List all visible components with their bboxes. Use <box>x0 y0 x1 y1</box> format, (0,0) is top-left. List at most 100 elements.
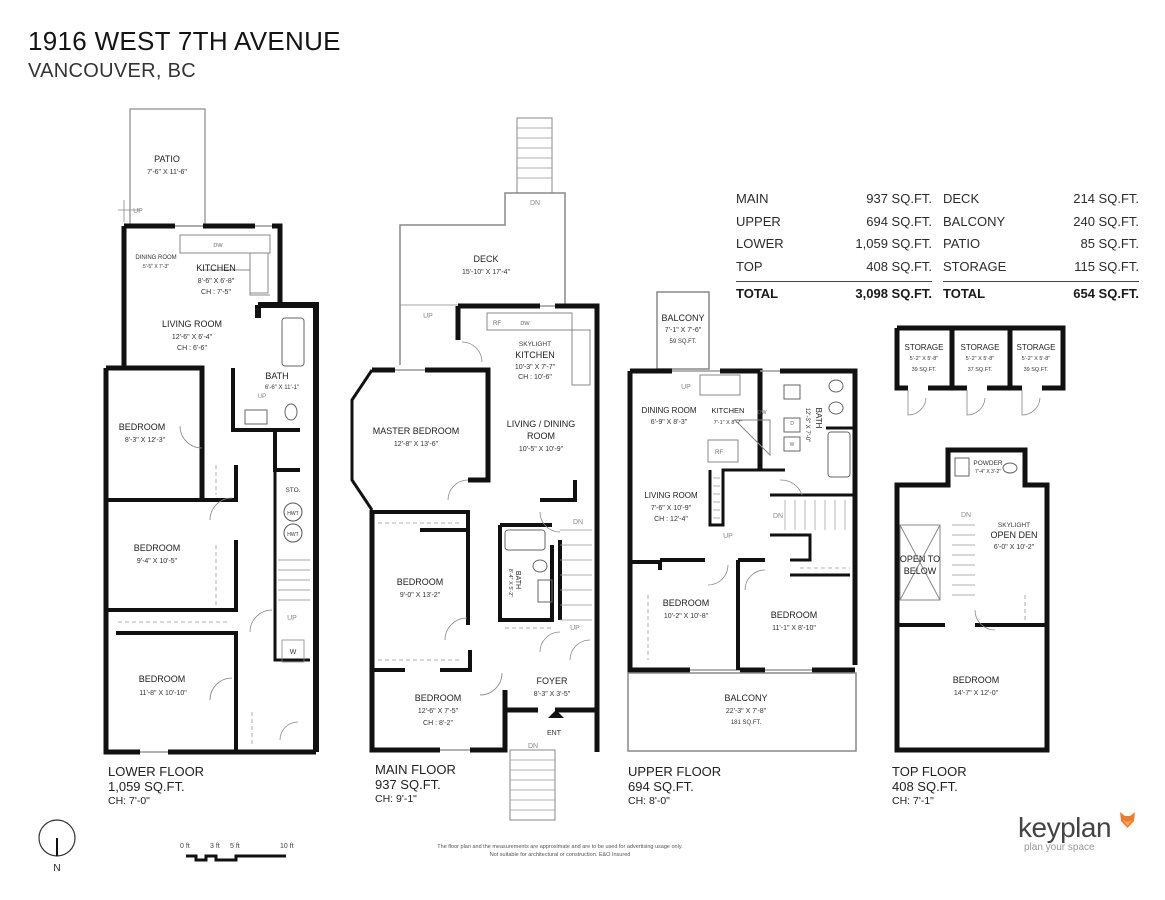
hwt-label: HWT <box>287 532 298 538</box>
main-floor-plan <box>350 117 600 821</box>
room-name: STORAGE <box>1017 343 1056 352</box>
room-name: BATH <box>514 571 521 589</box>
stair-up-label: UP <box>133 208 143 215</box>
room-dim: 5'-2" X 5'-8" <box>966 356 995 362</box>
stair-up-label: UP <box>258 394 266 400</box>
north-label: N <box>53 863 60 874</box>
stair-up-label: UP <box>423 313 433 320</box>
brand-tagline: plan your space <box>1024 842 1095 853</box>
room-dim: 6'-9" X 8'-3" <box>651 419 688 426</box>
room-name: MASTER BEDROOM <box>373 426 460 436</box>
room-dim: 8'-4" X 5'-2" <box>507 569 513 598</box>
dishwasher-label: DW <box>213 243 223 249</box>
room-dim: 5'-2" X 5'-8" <box>1022 356 1051 362</box>
room-area: 37 SQ.FT. <box>968 367 993 373</box>
room-dim: 11'-1" X 8'-10" <box>772 625 816 632</box>
svg-text:5 ft: 5 ft <box>230 843 240 850</box>
room-name: BEDROOM <box>119 422 166 432</box>
keyplan-logo: keyplan plan your space <box>1018 812 1112 853</box>
room-name: STORAGE <box>905 343 944 352</box>
room-area: 39 SQ.FT. <box>1024 367 1049 373</box>
room-note: SKYLIGHT <box>998 522 1030 529</box>
room-dim: 5'-2" X 5'-8" <box>910 356 939 362</box>
top-floor-caption: TOP FLOOR 408 SQ.FT. CH: 7'-1" <box>892 764 967 807</box>
room-dim: 8'-6" X 6'-8" <box>198 278 235 285</box>
room-dim: 10'-2" X 10'-8" <box>664 613 709 620</box>
room-name: LIVING ROOM <box>644 491 698 500</box>
room-dim: 8'-3" X 12'-3" <box>125 437 166 444</box>
svg-text:10 ft: 10 ft <box>280 843 294 850</box>
room-name: BEDROOM <box>415 693 462 703</box>
room-ch: CH : 6'-6" <box>177 345 207 352</box>
stair-dn-label: DN <box>961 512 971 519</box>
room-name: KITCHEN <box>196 263 236 273</box>
room-dim: 10'-3" X 7'-7" <box>515 364 556 371</box>
room-name: PATIO <box>154 154 180 164</box>
room-name: OPEN DEN <box>990 530 1037 540</box>
room-area: 181 SQ.FT. <box>731 720 762 726</box>
room-name: STORAGE <box>961 343 1000 352</box>
room-dim: 9'-0" X 13'-2" <box>400 592 441 599</box>
room-dim: 7'-6" X 10'-9" <box>651 505 692 512</box>
room-name-2: BELOW <box>904 566 937 576</box>
north-arrow-icon: N <box>38 819 76 874</box>
room-name: BEDROOM <box>139 674 186 684</box>
main-floor-caption: MAIN FLOOR 937 SQ.FT. CH: 9'-1" <box>375 762 456 805</box>
room-dim: 9'-4" X 10'-5" <box>137 558 178 565</box>
brand-name: keyplan <box>1018 812 1112 843</box>
room-name: BALCONY <box>661 313 704 323</box>
upper-floor-caption: UPPER FLOOR 694 SQ.FT. CH: 8'-0" <box>628 764 722 807</box>
room-name: BEDROOM <box>397 577 444 587</box>
room-dim: 10'-5" X 10'-9" <box>519 446 564 453</box>
room-dim: 8'-3" X 3'-5" <box>534 691 571 698</box>
stair-up-label: UP <box>723 533 733 540</box>
room-name: POWDER <box>973 460 1003 467</box>
room-ch: CH : 10'-6" <box>518 374 552 381</box>
property-address: 1916 WEST 7TH AVENUE <box>28 26 341 56</box>
hwt-label: HWT <box>287 511 298 517</box>
room-ch: CH : 12'-4" <box>654 516 688 523</box>
stair-dn-label: DN <box>528 743 538 750</box>
stair-up-label: UP <box>681 384 691 391</box>
room-name: BEDROOM <box>953 675 1000 685</box>
dryer-label: D <box>790 421 794 427</box>
room-dim: 15'-10" X 17'-4" <box>462 269 511 276</box>
stair-dn-label: DN <box>530 200 540 207</box>
room-name: BEDROOM <box>134 543 181 553</box>
stair-up-label: UP <box>287 615 297 622</box>
scale-bar: 0 ft 3 ft 5 ft 10 ft <box>180 843 294 862</box>
lower-floor-plan <box>103 108 319 755</box>
room-dim: 7'-4" X 3'-2" <box>975 469 1001 475</box>
room-name: DINING ROOM <box>641 406 696 415</box>
svg-text:3 ft: 3 ft <box>210 843 220 850</box>
room-name: BALCONY <box>724 693 767 703</box>
room-dim: 12'-8" X 13'-6" <box>394 441 439 448</box>
room-dim: 12'-3" X 7'-0" <box>804 408 810 443</box>
room-dim: 5'-5" X 7'-3" <box>143 264 169 270</box>
washer-label: W <box>790 442 795 448</box>
washer-label: W <box>290 649 297 656</box>
room-name: STO. <box>285 487 300 494</box>
room-dim: 11'-8" X 10'-10" <box>139 690 187 697</box>
room-name: OPEN TO <box>900 554 940 564</box>
room-dim: 14'-7" X 12'-0" <box>954 690 999 697</box>
fridge-label: RF <box>715 450 723 456</box>
stair-up-label: UP <box>570 625 580 632</box>
room-name: BATH <box>814 408 823 429</box>
room-dim: 6'-6" X 11'-1" <box>265 385 299 391</box>
room-ch: CH : 7'-5" <box>201 289 231 296</box>
dishwasher-label: DW <box>757 410 767 416</box>
fridge-label: RF <box>493 321 501 327</box>
room-dim: 22'-3" X 7'-8" <box>726 708 767 715</box>
room-area: 39 SQ.FT. <box>912 367 937 373</box>
room-area: 59 SQ.FT. <box>669 339 696 345</box>
